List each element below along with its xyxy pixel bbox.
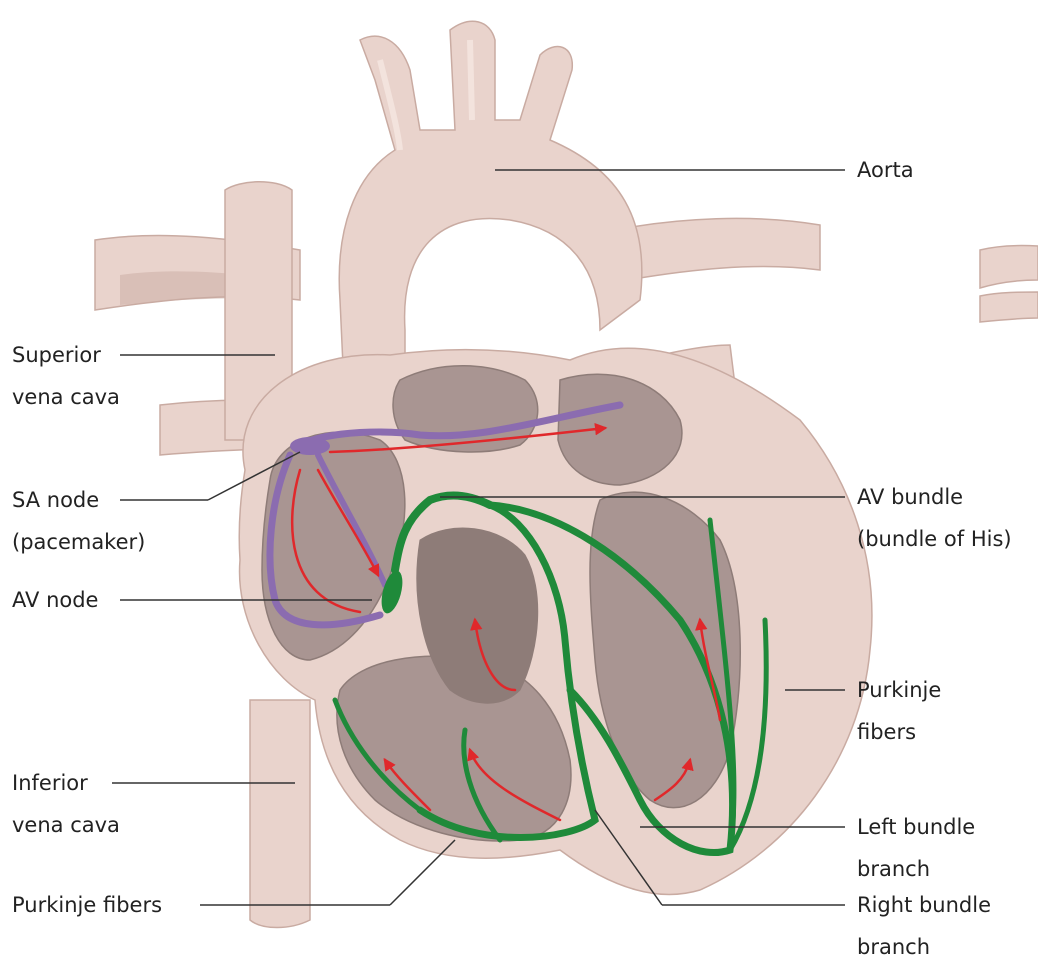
sa-node (290, 437, 330, 455)
label-aorta-text: Aorta (857, 149, 914, 191)
label-rbb-line1: Right bundle (857, 884, 991, 926)
label-av-node-text: AV node (12, 579, 98, 621)
label-right-bundle-branch: Right bundle branch (857, 884, 991, 968)
label-left-bundle-branch: Left bundle branch (857, 806, 975, 890)
label-ivc-line2: vena cava (12, 804, 120, 846)
label-av-node: AV node (12, 579, 98, 621)
label-sa-line2: (pacemaker) (12, 521, 145, 563)
label-av-bundle: AV bundle (bundle of His) (857, 476, 1012, 560)
label-ivc-line1: Inferior (12, 762, 120, 804)
label-superior-vena-cava: Superior vena cava (12, 334, 120, 418)
label-rbb-line2: branch (857, 926, 991, 968)
label-svc-line1: Superior (12, 334, 120, 376)
label-purkinje-fibers-bottom: Purkinje fibers (12, 884, 162, 926)
label-aorta: Aorta (857, 149, 914, 191)
label-inferior-vena-cava: Inferior vena cava (12, 762, 120, 846)
label-lbb-line1: Left bundle (857, 806, 975, 848)
label-purkinje-line1: Purkinje (857, 669, 941, 711)
label-sa-line1: SA node (12, 479, 145, 521)
label-purkinje-bottom-text: Purkinje fibers (12, 884, 162, 926)
label-avb-line2: (bundle of His) (857, 518, 1012, 560)
label-avb-line1: AV bundle (857, 476, 1012, 518)
label-purkinje-line2: fibers (857, 711, 941, 753)
label-purkinje-fibers-right: Purkinje fibers (857, 669, 941, 753)
label-svc-line2: vena cava (12, 376, 120, 418)
label-sa-node: SA node (pacemaker) (12, 479, 145, 563)
